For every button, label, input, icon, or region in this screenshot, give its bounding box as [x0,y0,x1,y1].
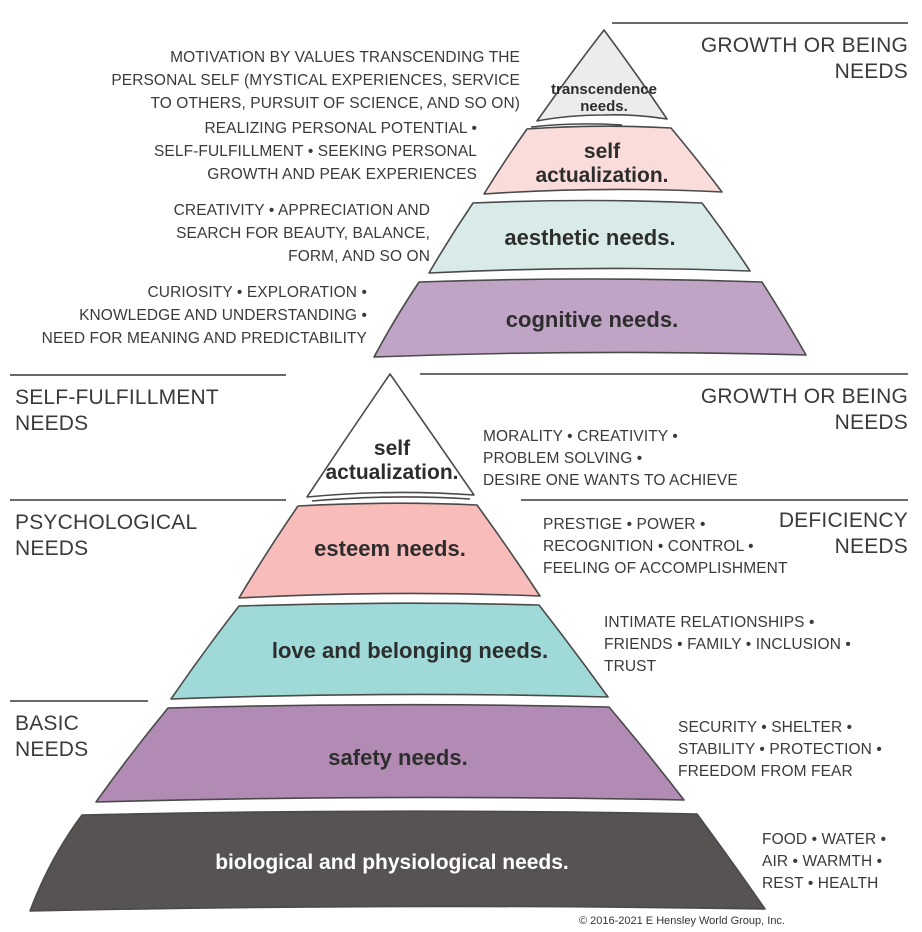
safety-description: SECURITY • SHELTER • STABILITY • PROTECT… [678,719,882,780]
love-belonging-description: INTIMATE RELATIONSHIPS • FRIENDS • FAMIL… [604,614,851,675]
rule-self-fulfillment [10,374,286,376]
aesthetic-description: CREATIVITY • APPRECIATION AND SEARCH FOR… [173,202,430,265]
section-self-fulfillment: SELF-FULFILLMENT NEEDS [15,386,219,435]
self-actualization-base-sketch-line [311,496,471,502]
rule-psychological [10,499,286,501]
transcendence-needs-shape [536,29,668,122]
self-actualization-top-label: self actualization. [535,140,669,187]
love-belonging-needs-shape [170,602,609,700]
rule-deficiency [521,499,908,501]
love-belonging-label: love and belonging needs. [271,638,549,663]
self-actualization-main-description: MORALITY • CREATIVITY • PROBLEM SOLVING … [483,428,738,489]
self-actualization-top-shape [483,125,723,195]
esteem-description: PRESTIGE • POWER • RECOGNITION • CONTROL… [543,516,788,577]
biological-label: biological and physiological needs. [215,851,569,874]
copyright-text: © 2016-2021 E Hensley World Group, Inc. [578,915,785,927]
rule-basic [10,700,148,702]
safety-needs-shape [95,703,685,803]
section-psychological: PSYCHOLOGICAL NEEDS [15,511,198,560]
section-basic: BASIC NEEDS [15,712,89,761]
biological-needs-shape [29,810,766,912]
aesthetic-label: aesthetic needs. [504,225,676,250]
cognitive-needs-shape [373,278,807,358]
transcendence-base-sketch-line [530,123,623,128]
esteem-needs-shape [238,502,541,599]
self-actualization-top-description: REALIZING PERSONAL POTENTIAL • SELF-FULF… [153,120,477,183]
cognitive-description: CURIOSITY • EXPLORATION • KNOWLEDGE AND … [41,284,367,347]
cognitive-label: cognitive needs. [505,307,679,332]
self-actualization-main-label: self actualization. [325,437,459,484]
biological-description: FOOD • WATER • AIR • WARMTH • REST • HEA… [762,831,887,892]
self-actualization-main-shape [306,373,475,498]
rule-growth-mid [420,373,908,375]
section-growth-or-being-mid: GROWTH OR BEING NEEDS [700,385,908,434]
rule-growth-top [612,22,908,24]
aesthetic-needs-shape [428,199,751,274]
transcendence-description: MOTIVATION BY VALUES TRANSCENDING THE PE… [111,49,520,112]
section-growth-or-being-top: GROWTH OR BEING NEEDS [700,34,908,83]
transcendence-label: transcendence needs. [551,81,657,115]
safety-label: safety needs. [328,745,468,770]
esteem-label: esteem needs. [314,536,466,561]
section-deficiency: DEFICIENCY NEEDS [778,509,908,558]
